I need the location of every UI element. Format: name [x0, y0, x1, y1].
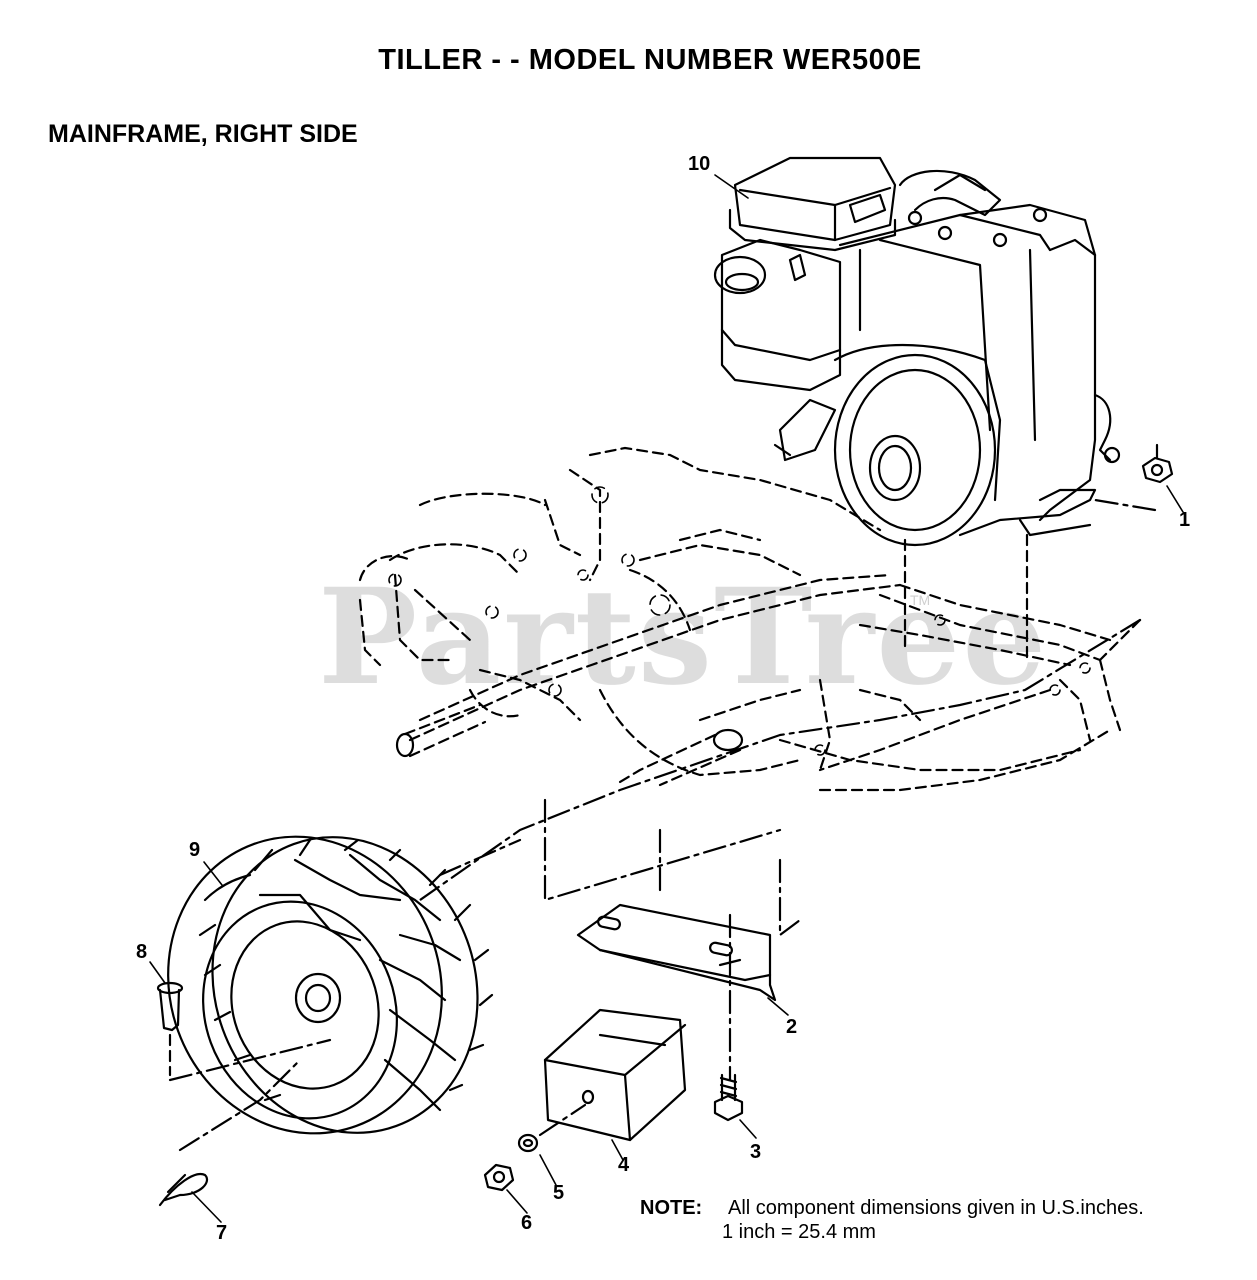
callout-8: 8 [136, 941, 148, 963]
clevis-pin-part-8[interactable] [156, 981, 332, 1082]
partstree-watermark: PartsTree [318, 560, 1049, 715]
note-label: NOTE: [640, 1197, 703, 1219]
watermark-trademark: TM [910, 592, 931, 608]
frame-bolt-holes [388, 486, 1091, 756]
hairpin-clip-part-7[interactable] [158, 1058, 302, 1207]
callout-1: 1 [1179, 509, 1191, 531]
callout-4: 4 [618, 1154, 630, 1176]
callout-2: 2 [786, 1016, 798, 1038]
lock-washer-part-5[interactable] [517, 1103, 587, 1153]
nut-part-1[interactable] [1141, 443, 1174, 484]
frame-outline [358, 446, 1142, 792]
callout-10: 10 [688, 153, 711, 175]
callout-6: 6 [521, 1212, 533, 1234]
bracket-part-2[interactable] [576, 903, 777, 1002]
bolt-part-3[interactable] [713, 1073, 744, 1122]
callout-9: 9 [189, 839, 201, 861]
page-title: TILLER - - MODEL NUMBER WER500E [378, 44, 922, 76]
engine-part-10[interactable] [713, 156, 1121, 547]
callout-leaders [149, 174, 1184, 1223]
dimension-note: NOTE: All component dimensions given in U… [640, 1196, 1144, 1244]
callout-5: 5 [553, 1182, 565, 1204]
section-title: MAINFRAME, RIGHT SIDE [48, 120, 358, 148]
note-line-2: 1 inch = 25.4 mm [722, 1221, 876, 1243]
wheel-tire-part-9[interactable] [127, 798, 519, 1172]
axle-tube [395, 703, 744, 787]
weight-block-part-4[interactable] [543, 1008, 687, 1142]
callout-7: 7 [216, 1222, 228, 1244]
note-line-1: All component dimensions given in U.S.in… [728, 1197, 1144, 1219]
hex-nut-part-6[interactable] [483, 1163, 515, 1192]
callout-3: 3 [750, 1141, 762, 1163]
